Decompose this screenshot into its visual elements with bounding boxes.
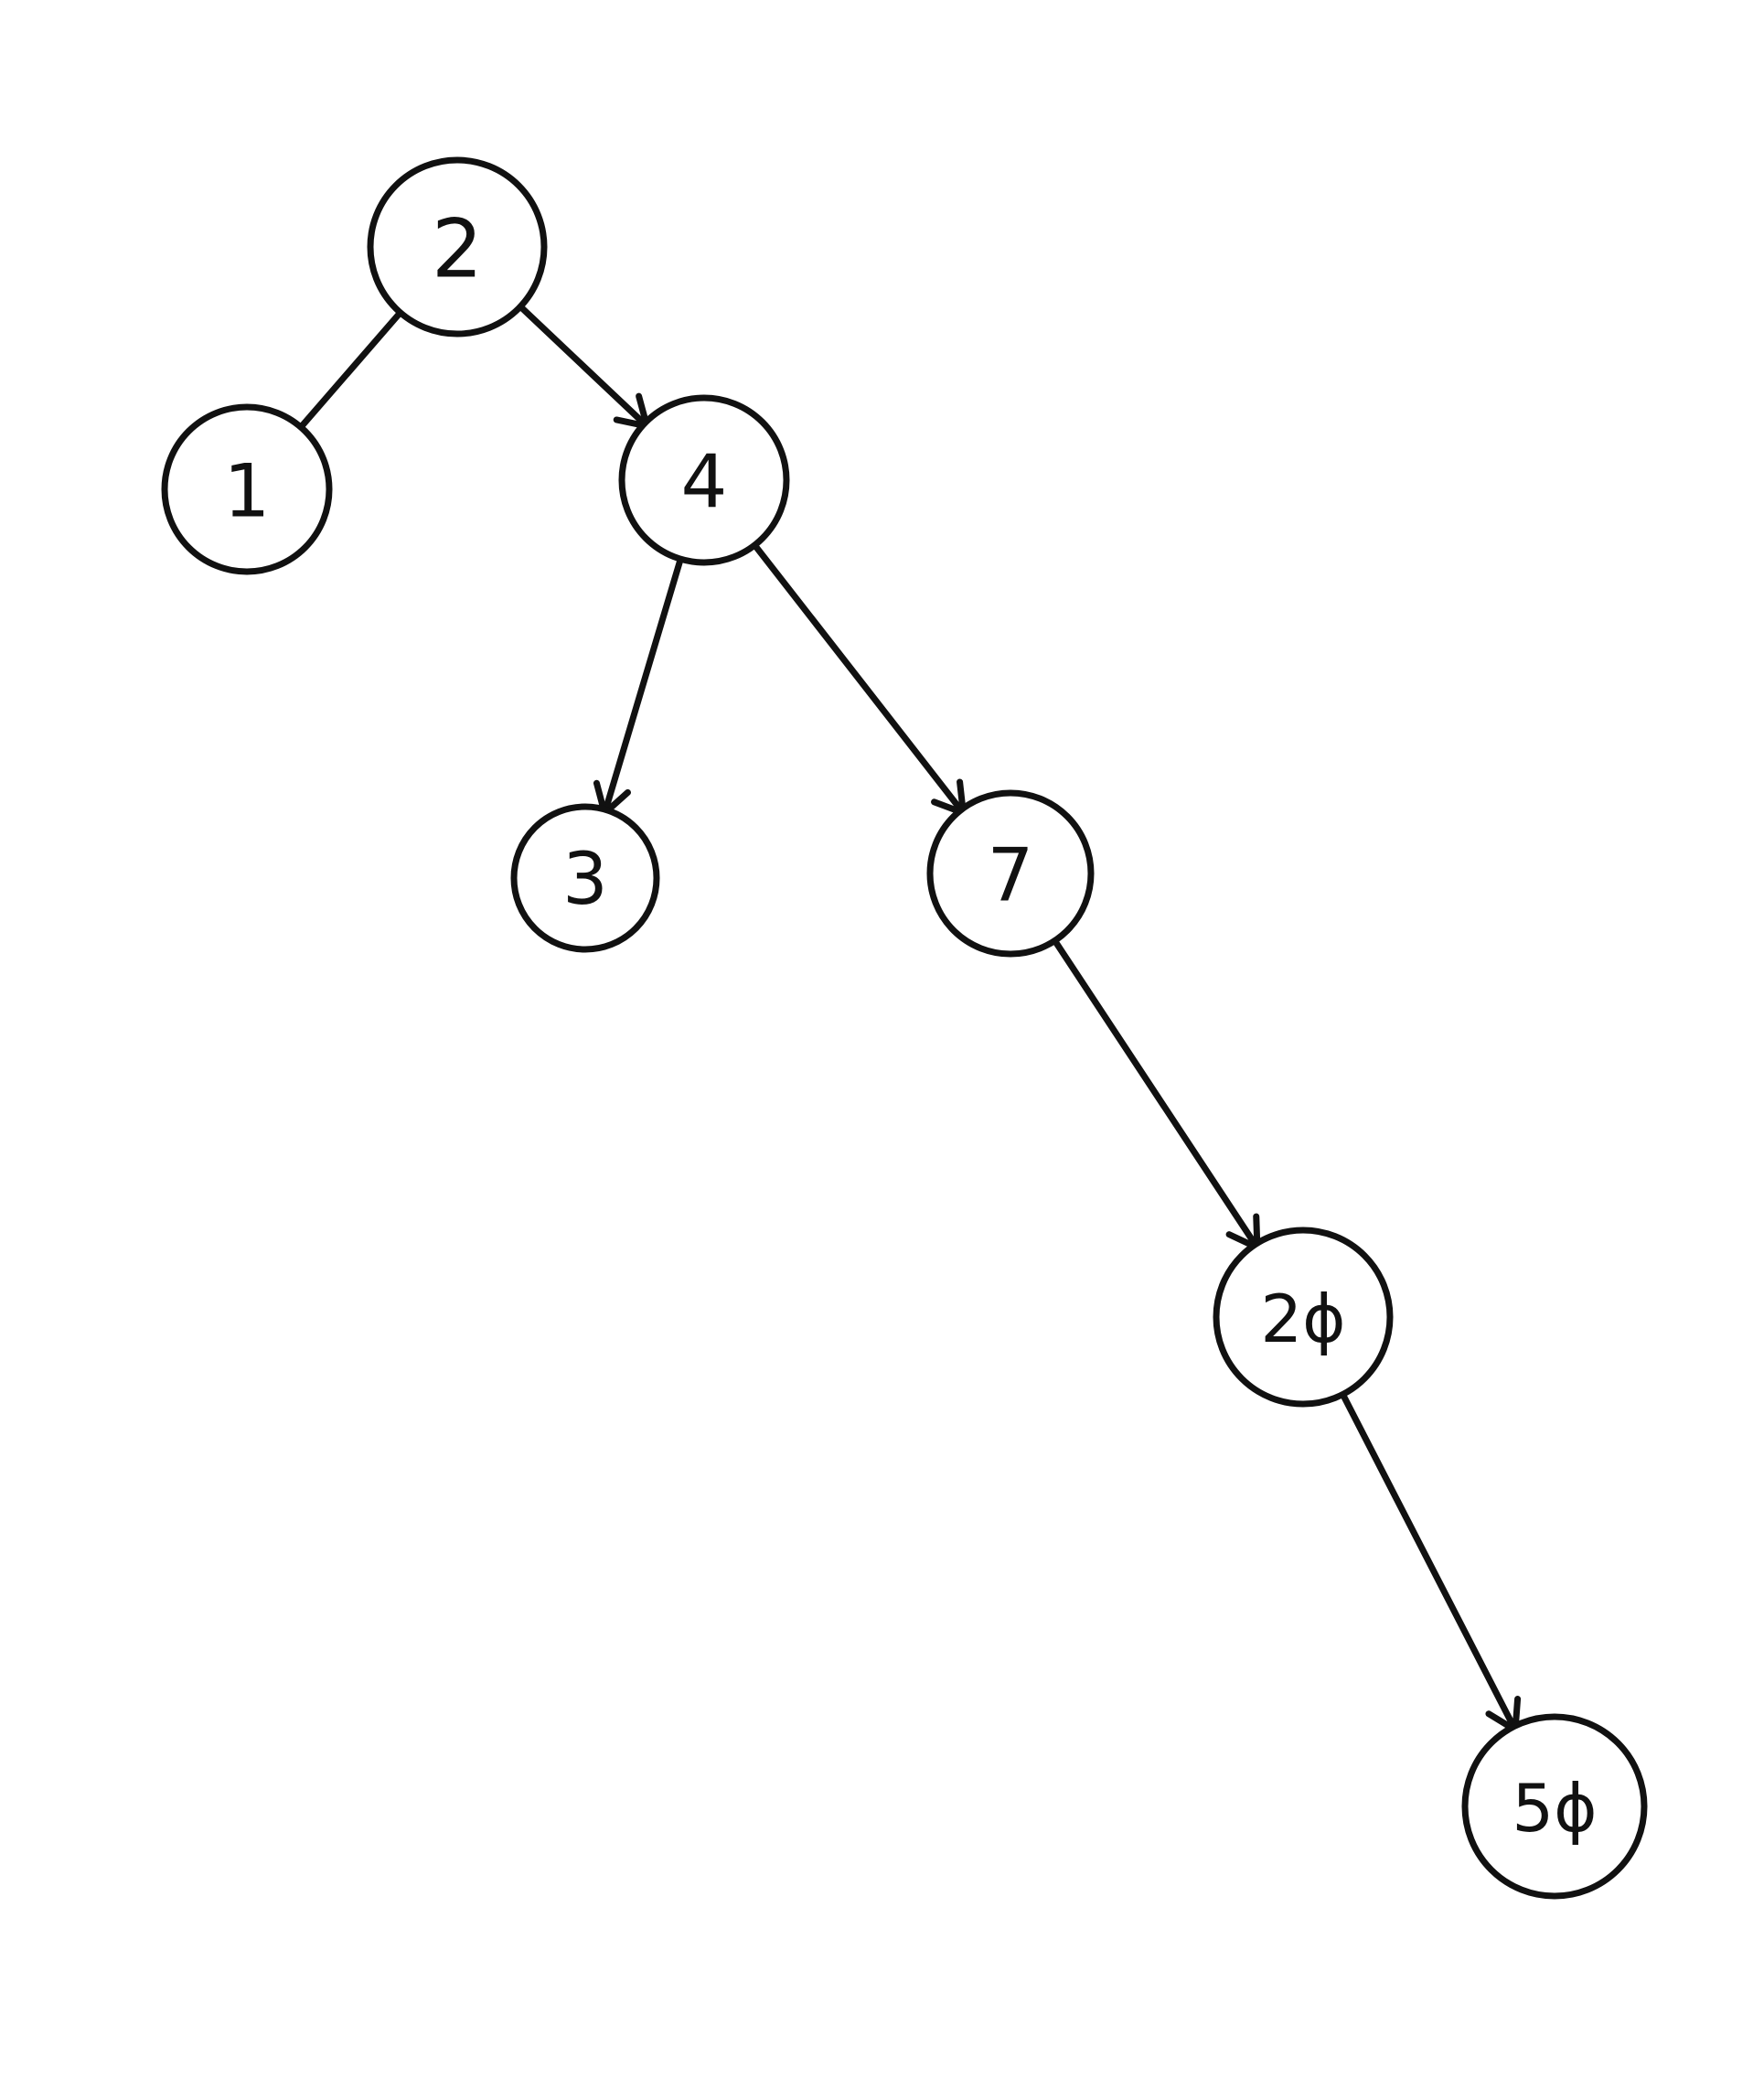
node-circle [367, 156, 548, 338]
edge-line [294, 309, 404, 434]
node-circle [618, 394, 790, 566]
node-label: 5ϕ [1512, 1770, 1597, 1847]
node-label: 7 [988, 833, 1034, 918]
node-circle [510, 803, 660, 953]
edge-line [751, 541, 967, 817]
edge-n2-n1 [294, 309, 404, 434]
edge-n4-n7 [751, 541, 967, 817]
edge-n2-n4 [517, 303, 650, 430]
nodes-layer: 2 1 4 3 7 2ϕ 5ϕ [161, 156, 1648, 1900]
edge-line [1339, 1390, 1519, 1733]
node-label: 2 [432, 202, 483, 296]
node-label: 1 [224, 449, 271, 534]
node-circle [1461, 1713, 1648, 1900]
edge-line [517, 303, 650, 430]
edge-n7-n20 [1051, 937, 1261, 1251]
node-circle [1213, 1227, 1394, 1408]
node-circle [926, 789, 1095, 958]
edge-n4-n3 [593, 555, 684, 817]
node-label: 3 [562, 839, 608, 921]
tree-node-n7: 7 [926, 789, 1095, 958]
edge-line [601, 555, 684, 817]
node-circle [161, 403, 333, 575]
tree-node-n1: 1 [161, 403, 333, 575]
node-label: 4 [681, 440, 728, 525]
edge-line [1051, 937, 1261, 1251]
tree-node-n3: 3 [510, 803, 660, 953]
edges-layer [294, 303, 1522, 1733]
edge-n20-n50 [1339, 1390, 1522, 1733]
tree-node-n50: 5ϕ [1461, 1713, 1648, 1900]
tree-node-n2: 2 [367, 156, 548, 338]
tree-node-n4: 4 [618, 394, 790, 566]
tree-node-n20: 2ϕ [1213, 1227, 1394, 1408]
node-label: 2ϕ [1260, 1280, 1345, 1357]
